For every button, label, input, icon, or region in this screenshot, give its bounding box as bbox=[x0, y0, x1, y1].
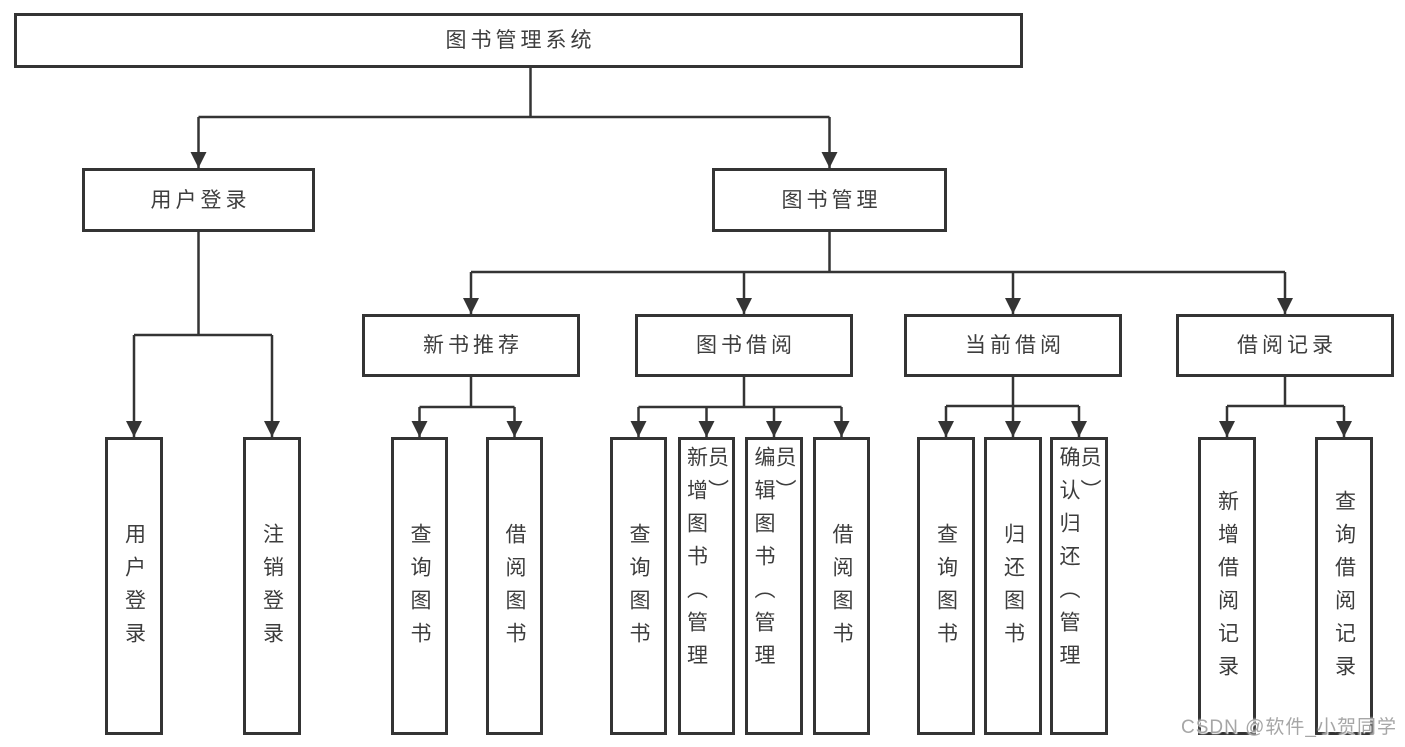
node-current-borrowing: 当前借阅 bbox=[904, 314, 1122, 377]
node-book-management: 图书管理 bbox=[712, 168, 947, 232]
node-book-borrowing: 图书借阅 bbox=[635, 314, 853, 377]
leaf-user-login: 用户登录 bbox=[105, 437, 163, 735]
leaf-confirm-return-admin: 确认归还（管理员） bbox=[1050, 437, 1108, 735]
node-borrowing-records: 借阅记录 bbox=[1176, 314, 1394, 377]
leaf-query-books-recommend: 查询图书 bbox=[391, 437, 448, 735]
leaf-query-books-borrow: 查询图书 bbox=[610, 437, 667, 735]
leaf-borrow-books-recommend: 借阅图书 bbox=[486, 437, 543, 735]
leaf-edit-book-admin: 编辑图书（管理员） bbox=[745, 437, 803, 735]
leaf-logout: 注销登录 bbox=[243, 437, 301, 735]
watermark: CSDN @软件_小贺同学 bbox=[1181, 717, 1397, 738]
node-user-login: 用户登录 bbox=[82, 168, 315, 232]
leaf-add-book-admin: 新增图书（管理员） bbox=[678, 437, 735, 735]
leaf-query-borrow-record: 查询借阅记录 bbox=[1315, 437, 1373, 735]
leaf-return-book: 归还图书 bbox=[984, 437, 1042, 735]
leaf-query-books-current: 查询图书 bbox=[917, 437, 975, 735]
node-library-management-system: 图书管理系统 bbox=[14, 13, 1023, 68]
leaf-borrow-books: 借阅图书 bbox=[813, 437, 870, 735]
leaf-add-borrow-record: 新增借阅记录 bbox=[1198, 437, 1256, 735]
node-new-book-recommendation: 新书推荐 bbox=[362, 314, 580, 377]
